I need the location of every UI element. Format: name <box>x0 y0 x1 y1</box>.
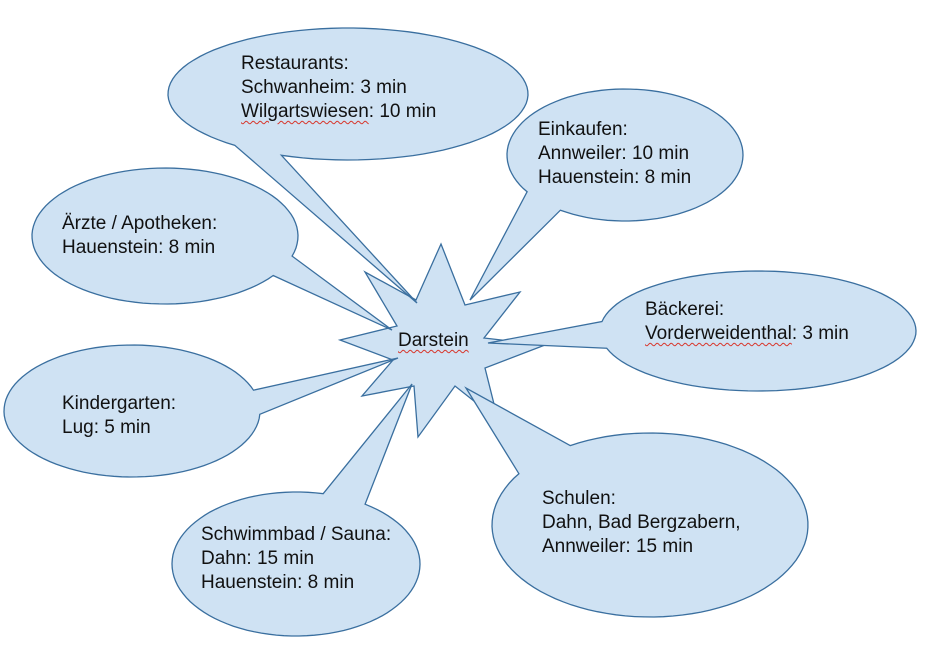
callout-bubble-schwimmbad <box>171 383 421 637</box>
bubble-einkaufen-text: Einkaufen: Annweiler: 10 min Hauenstein:… <box>538 118 691 190</box>
bubble-restaurants-line-3-marked: Wilgartswiesen <box>241 101 369 122</box>
bubble-kindergarten-line-2: Lug: 5 min <box>62 417 151 438</box>
bubble-baeckerei-line-2-rest: : 3 min <box>791 323 849 344</box>
bubble-schwimmbad-text: Schwimmbad / Sauna: Dahn: 15 min Hauenst… <box>201 523 391 595</box>
bubble-schulen-line-3: Annweiler: 15 min <box>542 536 694 557</box>
bubble-kindergarten-text: Kindergarten: Lug: 5 min <box>62 392 176 440</box>
bubble-baeckerei-line-2-marked: Vorderweidenthal <box>645 323 792 344</box>
callout-bubble-einkaufen <box>469 88 744 301</box>
bubble-schulen-text: Schulen: Dahn, Bad Bergzabern, Annweiler… <box>542 487 741 559</box>
bubble-restaurants-line-1: Restaurants: <box>241 53 349 74</box>
bubble-restaurants-line-2: Schwanheim: 3 min <box>241 77 407 98</box>
callout-bubble-aerzte <box>31 167 393 331</box>
bubble-baeckerei-text: Bäckerei: Vorderweidenthal: 3 min <box>645 298 849 346</box>
bubble-baeckerei-line-1: Bäckerei: <box>645 299 725 320</box>
bubble-einkaufen-line-2: Annweiler: 10 min <box>538 143 690 164</box>
bubble-baeckerei-line-2: Vorderweidenthal: 3 min <box>645 322 849 346</box>
center-label-darstein: Darstein <box>398 330 469 351</box>
bubble-aerzte-text: Ärzte / Apotheken: Hauenstein: 8 min <box>62 212 217 260</box>
bubble-schwimmbad-line-1: Schwimmbad / Sauna: <box>201 524 392 545</box>
callout-bubble-baeckerei <box>487 270 917 392</box>
bubble-einkaufen-line-3: Hauenstein: 8 min <box>538 167 692 188</box>
bubble-schwimmbad-line-3: Hauenstein: 8 min <box>201 572 355 593</box>
callout-bubble-restaurants <box>167 27 529 304</box>
bubble-restaurants-text: Restaurants: Schwanheim: 3 min Wilgartsw… <box>241 52 436 124</box>
bubble-kindergarten-line-1: Kindergarten: <box>62 393 177 414</box>
callout-bubble-schulen <box>464 386 809 618</box>
bubble-aerzte-line-2: Hauenstein: 8 min <box>62 237 216 258</box>
bubble-schulen-line-1: Schulen: <box>542 488 616 509</box>
callout-bubble-kindergarten <box>3 344 399 478</box>
bubble-einkaufen-line-1: Einkaufen: <box>538 119 628 140</box>
bubble-schulen-line-2: Dahn, Bad Bergzabern, <box>542 512 741 533</box>
bubble-aerzte-line-1: Ärzte / Apotheken: <box>62 213 218 234</box>
bubble-restaurants-line-3: Wilgartswiesen: 10 min <box>241 100 436 124</box>
bubble-schwimmbad-line-2: Dahn: 15 min <box>201 548 315 569</box>
center-star-shape <box>337 242 546 439</box>
bubble-restaurants-line-3-rest: : 10 min <box>368 101 437 122</box>
